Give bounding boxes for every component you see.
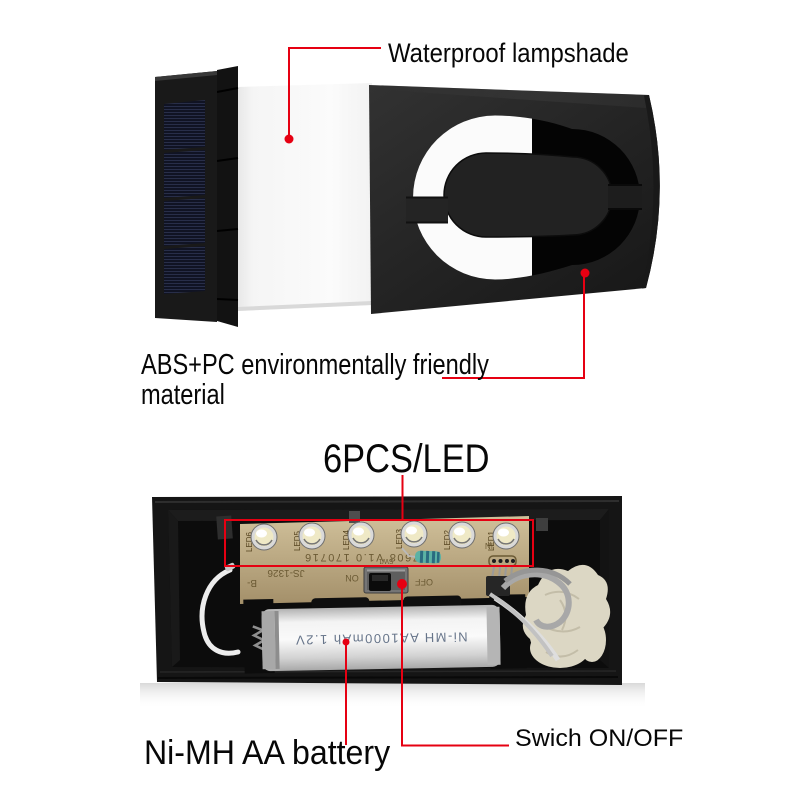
svg-text:LED5: LED5 [293, 530, 302, 551]
svg-text:JS-1326: JS-1326 [267, 567, 305, 578]
svg-text:LED1: LED1 [487, 530, 496, 551]
svg-text:LED2: LED2 [443, 529, 452, 550]
svg-text:IN: IN [485, 541, 493, 550]
svg-text:OFF: OFF [415, 577, 433, 587]
svg-text:LED4: LED4 [342, 529, 351, 550]
svg-text:ON: ON [345, 573, 359, 583]
svg-text:B-: B- [247, 577, 257, 588]
svg-text:LED6: LED6 [245, 531, 254, 552]
svg-text:Ni-MH AA1000mAh 1.2V: Ni-MH AA1000mAh 1.2V [294, 629, 467, 647]
svg-text:LED3: LED3 [395, 528, 404, 549]
svg-text:N7608 V1.0 170716: N7608 V1.0 170716 [303, 551, 428, 563]
svg-text:SW1: SW1 [378, 557, 393, 564]
